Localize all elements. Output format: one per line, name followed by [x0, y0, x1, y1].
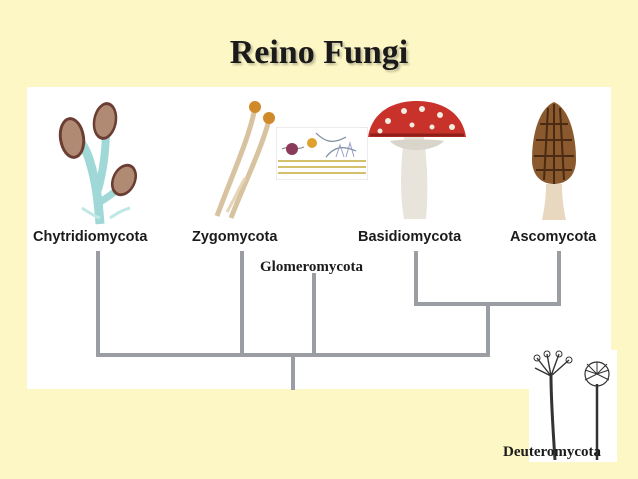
- label-chytridiomycota: Chytridiomycota: [33, 229, 148, 245]
- label-ascomycota: Ascomycota: [510, 229, 597, 245]
- glomeromycete-micrograph-icon: [276, 127, 368, 180]
- label-zygomycota: Zygomycota: [192, 229, 278, 245]
- morel-icon: [528, 100, 580, 223]
- deuteromycete-conidiophores-icon: [529, 350, 617, 462]
- label-deuteromycota: Deuteromycota: [503, 444, 602, 460]
- label-glomeromycota: Glomeromycota: [260, 259, 364, 275]
- slide-title: Reino Fungi: [229, 34, 409, 71]
- chytrid-sporangia-icon: [52, 98, 147, 226]
- zygomycete-sporangiophores-icon: [205, 98, 280, 223]
- mushroom-icon: [366, 99, 468, 221]
- label-basidiomycota: Basidiomycota: [358, 229, 462, 245]
